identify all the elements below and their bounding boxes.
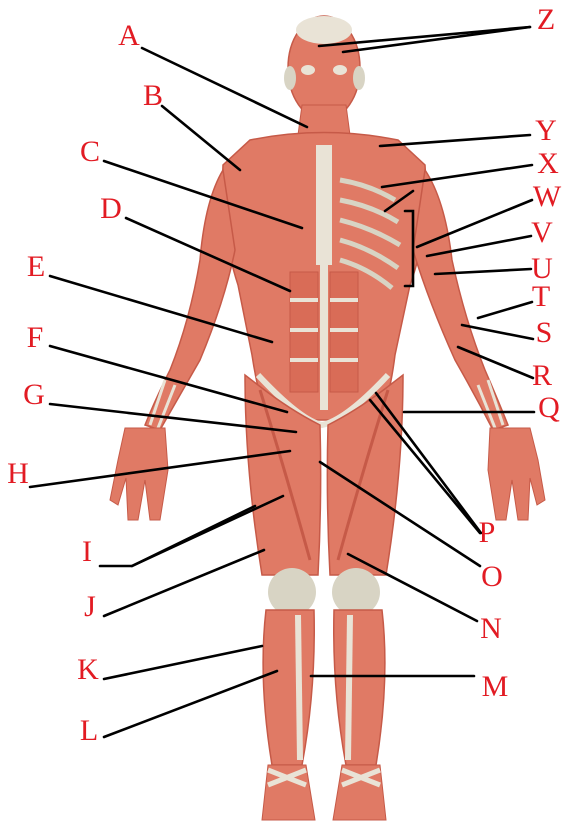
leader-j <box>104 550 264 616</box>
leader-a <box>142 48 307 127</box>
label-p: P <box>479 518 496 548</box>
label-q: Q <box>538 393 560 423</box>
label-e: E <box>27 252 45 282</box>
label-s: S <box>536 318 553 348</box>
label-z: Z <box>537 5 555 35</box>
label-y: Y <box>535 116 557 146</box>
linea-alba <box>320 265 328 410</box>
label-x: X <box>537 149 559 179</box>
label-h: H <box>7 459 29 489</box>
label-w: W <box>533 182 561 212</box>
tibia-right <box>348 615 350 760</box>
leader-k <box>104 646 262 679</box>
sternum <box>316 145 332 265</box>
label-j: J <box>84 592 96 622</box>
label-c: C <box>80 137 100 167</box>
right-leg <box>334 610 385 765</box>
label-l: L <box>80 716 98 746</box>
tibia-left <box>298 615 300 760</box>
left-arm <box>145 170 235 430</box>
leader-b <box>162 106 240 170</box>
right-arm <box>413 170 508 430</box>
leader-y <box>380 135 530 146</box>
label-m: M <box>482 672 509 702</box>
label-t: T <box>532 282 550 312</box>
label-v: V <box>531 218 553 248</box>
label-n: N <box>480 614 502 644</box>
label-a: A <box>118 21 140 51</box>
label-f: F <box>27 323 44 353</box>
leader-i <box>100 506 255 566</box>
right-hand <box>488 428 545 520</box>
leader-l <box>104 671 277 737</box>
left-leg <box>263 610 314 765</box>
label-k: K <box>77 655 99 685</box>
label-r: R <box>532 361 552 391</box>
left-eye <box>301 65 315 75</box>
label-b: B <box>143 81 163 111</box>
label-o: O <box>481 562 503 592</box>
right-knee <box>332 568 380 616</box>
left-knee <box>268 568 316 616</box>
leader-z2 <box>343 27 530 52</box>
scalp-aponeurosis <box>296 16 352 44</box>
label-d: D <box>100 194 122 224</box>
label-i: I <box>82 537 92 567</box>
label-u: U <box>531 254 553 284</box>
leader-t <box>478 302 532 318</box>
right-ear <box>353 66 365 90</box>
left-ear <box>284 66 296 90</box>
label-g: G <box>23 380 45 410</box>
right-eye <box>333 65 347 75</box>
